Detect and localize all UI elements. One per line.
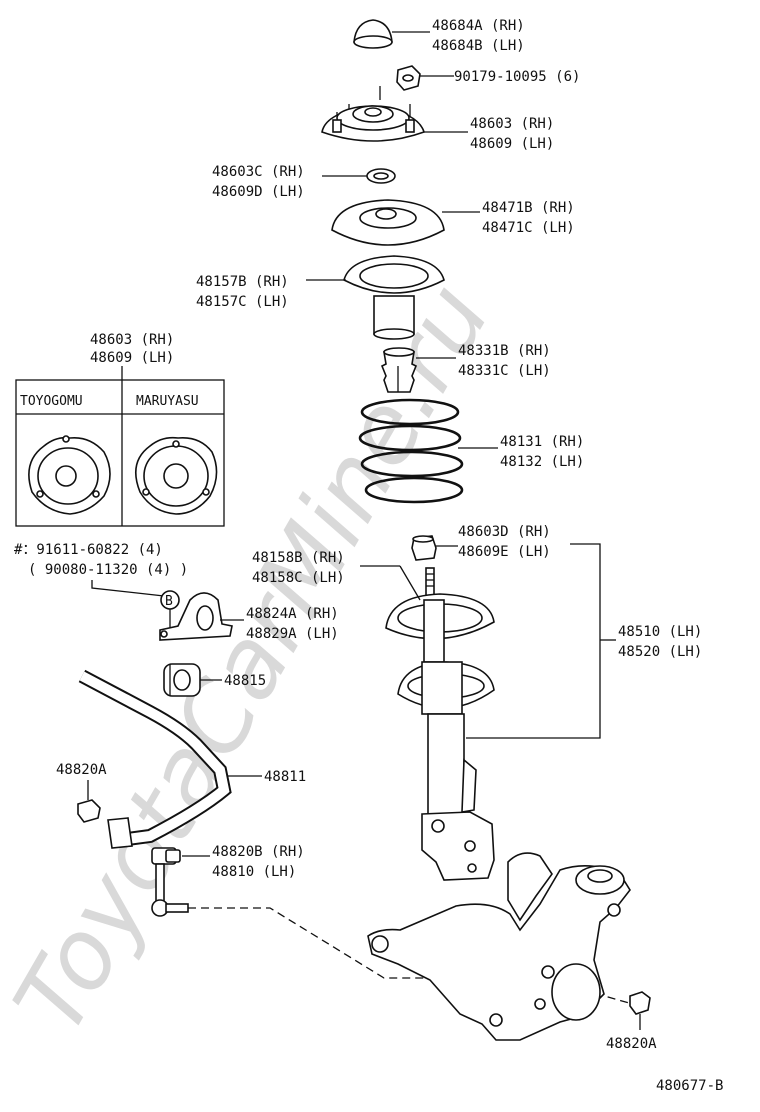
label-bumper-lh: 48331C (LH) <box>458 363 551 379</box>
label-upper-seat-lh: 48471C (LH) <box>482 220 575 236</box>
label-nut-a: 48820A <box>56 762 107 778</box>
label-bracket-rh: 48824A (RH) <box>246 606 339 622</box>
label-boot-lh: 48157C (LH) <box>196 294 289 310</box>
label-absorber-rh: 48510 (LH) <box>618 624 702 640</box>
label-spring-rh: 48131 (RH) <box>500 434 584 450</box>
label-nut-a-bottom: 48820A <box>606 1036 657 1052</box>
label-insulator-rh: 48684A (RH) <box>432 18 525 34</box>
label-bracket-lh: 48829A (LH) <box>246 626 339 642</box>
variant-title-lh: 48609 (LH) <box>90 350 174 366</box>
bolt-note-1: #：91611-60822 (4) <box>14 542 163 558</box>
label-upper-seat-rh: 48471B (RH) <box>482 200 575 216</box>
coil-spring-part <box>358 398 464 504</box>
upper-spring-seat-part <box>331 199 445 246</box>
label-link-lh: 48810 (LH) <box>212 864 296 880</box>
suspension-support-part <box>321 86 425 142</box>
variant-title-rh: 48603 (RH) <box>90 332 174 348</box>
bump-stopper-part <box>380 347 418 393</box>
label-bushing: 48815 <box>224 673 266 689</box>
dust-boot-part <box>343 255 445 340</box>
insulator-cap-part <box>353 19 393 49</box>
hex-nut-left-part <box>77 799 101 823</box>
label-bumper-rh: 48331B (RH) <box>458 343 551 359</box>
support-plate-maruyasu <box>134 436 218 515</box>
support-ring-part <box>366 168 396 184</box>
label-support-lh: 48609 (LH) <box>470 136 554 152</box>
label-insulator-lh: 48684B (LH) <box>432 38 525 54</box>
label-lower-insulator-lh: 48158C (LH) <box>252 570 345 586</box>
label-absorber-lh: 48520 (LH) <box>618 644 702 660</box>
variant-col-toyogomu: TOYOGOMU <box>20 394 83 409</box>
stabilizer-bracket-part <box>159 592 233 641</box>
label-lower-insulator-rh: 48158B (RH) <box>252 550 345 566</box>
support-plate-toyogomu <box>28 435 111 515</box>
label-spring-lh: 48132 (LH) <box>500 454 584 470</box>
flange-nut-part <box>396 65 421 91</box>
svg-text:B: B <box>165 594 173 609</box>
stabilizer-bar-part <box>78 669 232 849</box>
label-boot-rh: 48157B (RH) <box>196 274 289 290</box>
stabilizer-link-part <box>151 847 189 917</box>
stabilizer-bushing-part <box>163 663 201 697</box>
label-stab-bar: 48811 <box>264 769 306 785</box>
variant-col-maruyasu: MARUYASU <box>136 394 199 409</box>
diagram-code: 480677-B <box>656 1078 723 1094</box>
bolt-note-2: ( 90080-11320 (4) ) <box>28 562 188 578</box>
shock-absorber-part <box>385 567 495 881</box>
label-nut: 90179-10095 (6) <box>454 69 580 85</box>
label-sub-support-rh: 48603C (RH) <box>212 164 305 180</box>
label-support-rh: 48603 (RH) <box>470 116 554 132</box>
bolt-marker: B <box>160 590 180 610</box>
hex-nut-right-part <box>629 991 651 1015</box>
variant-table <box>15 379 225 527</box>
label-sub-support-lh: 48609D (LH) <box>212 184 305 200</box>
spring-stopper-part <box>411 535 437 561</box>
label-link-nut-rh: 48820B (RH) <box>212 844 305 860</box>
steering-knuckle-part <box>367 852 631 1041</box>
label-stopper-rh: 48603D (RH) <box>458 524 551 540</box>
label-stopper-lh: 48609E (LH) <box>458 544 551 560</box>
